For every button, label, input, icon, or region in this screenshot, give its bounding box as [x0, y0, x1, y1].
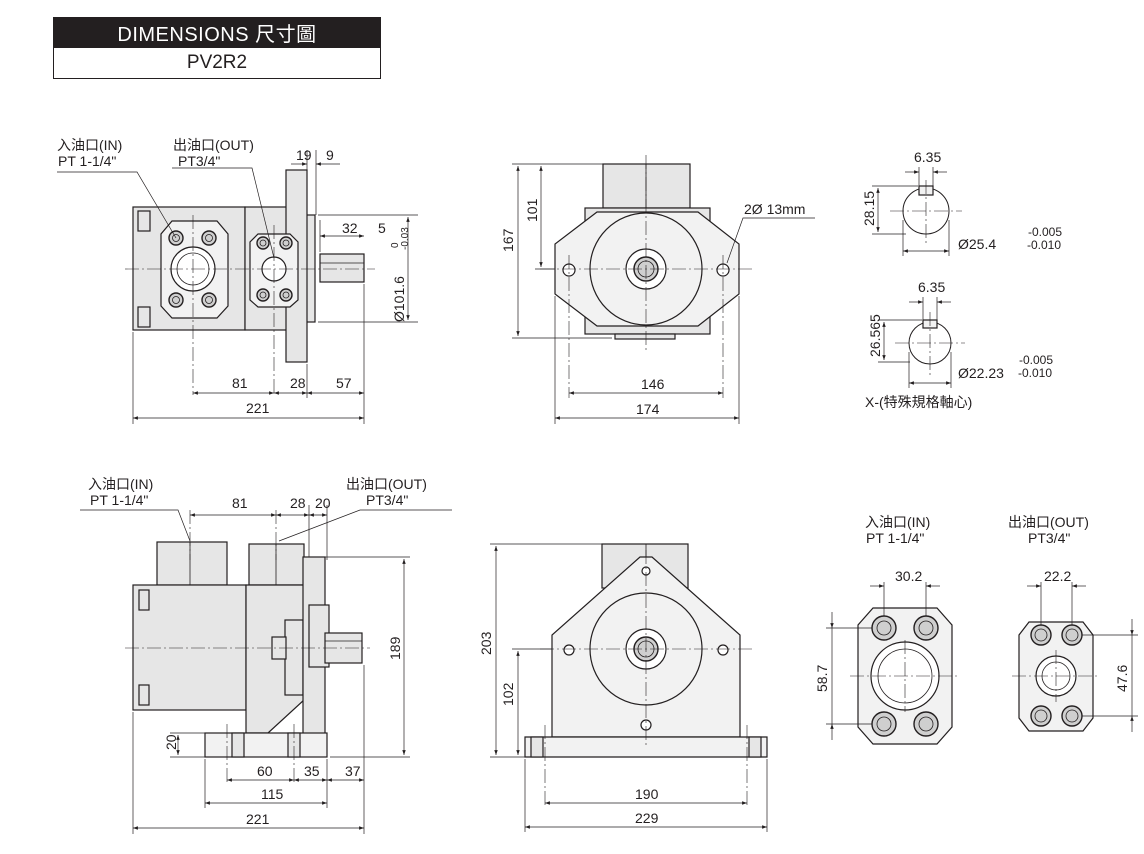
mount-holes-label: 2Ø 13mm: [744, 201, 805, 217]
dim-221: 221: [246, 400, 270, 416]
dim-167: 167: [500, 228, 516, 252]
special-tol-upper: -0.005: [1019, 353, 1053, 367]
side-dim-37: 37: [345, 763, 361, 779]
side-in-thread: PT 1-1/4": [90, 492, 148, 508]
dim-146: 146: [641, 376, 665, 392]
dim-174: 174: [636, 401, 660, 417]
top-out-label: 出油口(OUT): [173, 137, 254, 153]
key-width: 6.35: [914, 149, 941, 165]
special-key-height: 26.565: [867, 314, 883, 357]
detail-in-thread: PT 1-1/4": [866, 530, 924, 546]
special-key-width: 6.35: [918, 279, 945, 295]
out-port-bolts: [256, 236, 293, 302]
detail-in-label: 入油口(IN): [865, 514, 930, 530]
top-view: 入油口(IN) PT 1-1/4" 出油口(OUT) PT3/4" 19 9 3…: [57, 137, 418, 424]
shaft-diameter: Ø25.4: [958, 236, 996, 252]
special-shaft-diameter: Ø22.23: [958, 365, 1004, 381]
side-dim-221: 221: [246, 811, 270, 827]
in-port-detail: 入油口(IN) PT 1-1/4" 30.2 58.7: [814, 514, 960, 745]
in-dim-58-7: 58.7: [814, 665, 830, 692]
shaft: [319, 253, 365, 283]
shaft-tol-lower: -0.010: [1027, 238, 1061, 252]
side-foot: [204, 732, 328, 758]
side-dim-20: 20: [315, 495, 331, 511]
dim-5: 5: [378, 220, 386, 236]
dimensions-title: DIMENSIONS 尺寸圖: [53, 17, 381, 48]
dim-32: 32: [342, 220, 358, 236]
side-dim-115: 115: [261, 786, 284, 802]
side-dim-28: 28: [290, 495, 306, 511]
pilot-tol-lower: -0.03: [400, 227, 411, 250]
foot-dim-229: 229: [635, 810, 659, 826]
side-view: 入油口(IN) PT 1-1/4" 出油口(OUT) PT3/4" 81 28 …: [80, 476, 452, 834]
out-port-boss: [248, 543, 305, 586]
in-dim-30-2: 30.2: [895, 568, 922, 584]
dim-81: 81: [232, 375, 248, 391]
side-dim-20b: 20: [163, 734, 179, 750]
side-dim-81: 81: [232, 495, 248, 511]
side-dim-189: 189: [387, 636, 403, 660]
out-dim-47-6: 47.6: [1114, 665, 1130, 692]
in-port-boss: [156, 541, 228, 586]
foot-mount-view: 203 102 190 229: [478, 543, 768, 832]
foot-dim-102: 102: [500, 682, 516, 706]
out-port-detail: 出油口(OUT) PT3/4" 22.2 47.6: [1008, 514, 1138, 732]
side-dim-35: 35: [304, 763, 320, 779]
special-shaft-caption: X-(特殊規格軸心): [865, 394, 972, 410]
flange-front-view: 101 167 2Ø 13mm 146 174: [500, 155, 815, 424]
in-port-bolts: [168, 230, 217, 308]
dim-19: 19: [296, 147, 312, 163]
side-out-thread: PT3/4": [366, 492, 408, 508]
dim-28: 28: [290, 375, 306, 391]
foot-dim-203: 203: [478, 631, 494, 655]
top-out-thread: PT3/4": [178, 153, 220, 169]
pilot-diameter: Ø101.6: [391, 276, 407, 322]
detail-out-thread: PT3/4": [1028, 530, 1070, 546]
shaft-tol-upper: -0.005: [1028, 225, 1062, 239]
side-dim-60: 60: [257, 763, 273, 779]
detail-out-label: 出油口(OUT): [1008, 514, 1089, 530]
dim-57: 57: [336, 375, 352, 391]
dim-9: 9: [326, 147, 334, 163]
foot-hole-right: [717, 644, 729, 656]
pilot-tol-upper: 0: [390, 242, 401, 248]
top-in-label: 入油口(IN): [57, 137, 122, 153]
foot-dim-190: 190: [635, 786, 659, 802]
out-dim-22-2: 22.2: [1044, 568, 1071, 584]
top-in-thread: PT 1-1/4": [58, 153, 116, 169]
model-name: PV2R2: [53, 48, 381, 79]
special-shaft-detail: 6.35 26.565 Ø22.23 -0.005 -0.010 X-(特殊規格…: [865, 279, 1053, 410]
shaft-key-detail: 6.35 28.15 Ø25.4 -0.005 -0.010: [861, 149, 1062, 256]
special-tol-lower: -0.010: [1018, 366, 1052, 380]
side-rear-body: [132, 584, 247, 711]
dim-101: 101: [524, 198, 540, 222]
foot-base: [524, 736, 768, 758]
side-in-label: 入油口(IN): [88, 476, 153, 492]
key-height: 28.15: [861, 191, 877, 226]
side-out-label: 出油口(OUT): [346, 476, 427, 492]
foot-hole-left: [563, 644, 575, 656]
